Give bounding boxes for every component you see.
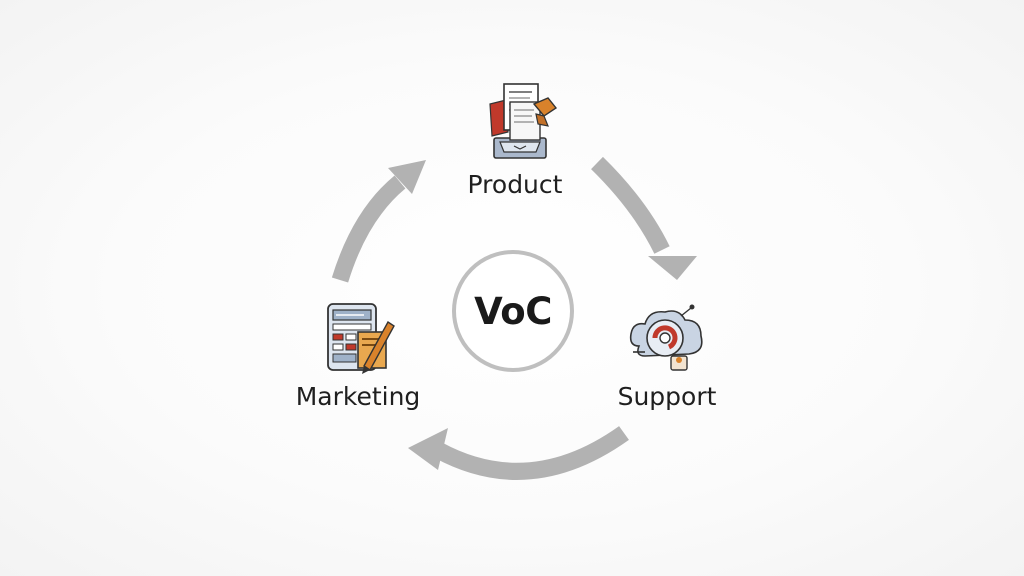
product-documents-icon: [489, 83, 558, 159]
marketing-label: Marketing: [295, 382, 421, 411]
arrow-support-to-marketing: [408, 426, 629, 480]
support-node: Support: [602, 302, 732, 411]
arrow-product-to-support: [591, 156, 697, 280]
marketing-dashboard-icon: [327, 303, 395, 374]
product-node: Product: [440, 80, 590, 199]
support-gears-icon: [629, 304, 703, 371]
voc-label: VoC: [474, 289, 552, 333]
product-label: Product: [467, 170, 563, 199]
voc-hub: VoC: [452, 250, 574, 372]
marketing-node: Marketing: [286, 300, 430, 411]
support-label: Support: [617, 382, 717, 411]
arrow-marketing-to-product: [331, 160, 426, 283]
